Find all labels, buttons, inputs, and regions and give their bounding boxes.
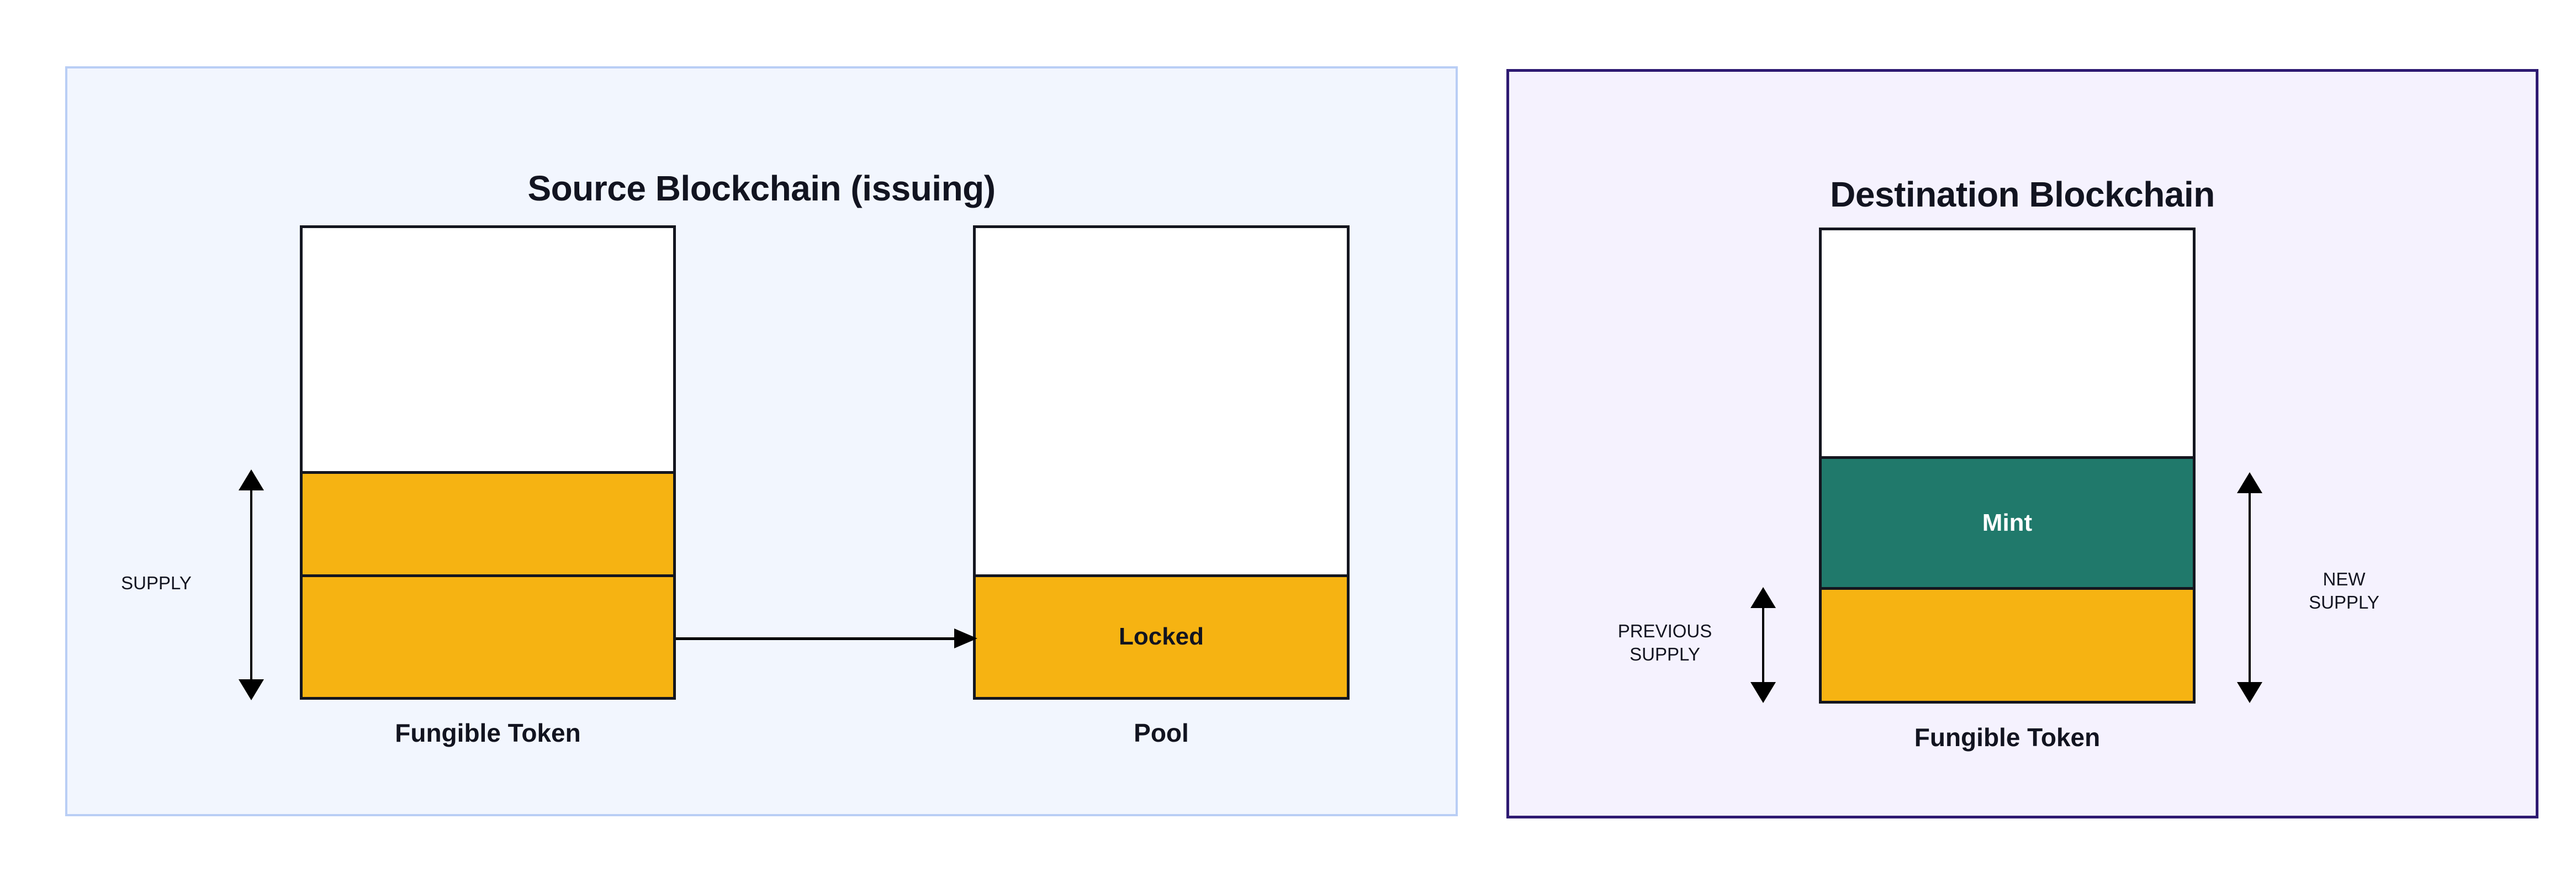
arrow-head-down-icon (2237, 682, 2262, 703)
segment-dest-token-mint: Mint (1822, 456, 2193, 587)
segment-dest-token-gold (1822, 587, 2193, 701)
transfer-arrow-icon (676, 628, 977, 648)
panel-title-source: Source Blockchain (issuing) (527, 168, 996, 208)
box-source-fungible-token (300, 225, 676, 700)
previous-supply-dimension-arrow-icon (1750, 587, 1776, 703)
box-destination-fungible-token: Mint (1819, 228, 2196, 704)
transfer-arrow-head-icon (954, 628, 977, 648)
arrow-shaft (1762, 604, 1764, 686)
supply-dimension-arrow-icon (239, 469, 264, 700)
panel-title-destination: Destination Blockchain (1830, 175, 2215, 214)
arrow-shaft (250, 486, 252, 684)
label-previous-supply: PREVIOUS SUPPLY (1617, 621, 1712, 664)
caption-source-fungible-token: Fungible Token (395, 718, 581, 747)
segment-source-token-empty (303, 228, 673, 471)
arrow-head-down-icon (239, 679, 264, 700)
label-supply: SUPPLY (121, 573, 192, 593)
segment-source-token-gold-lower (303, 574, 673, 697)
new-supply-dimension-arrow-icon (2237, 472, 2262, 703)
box-pool: Locked (973, 225, 1350, 700)
transfer-arrow-line (676, 637, 956, 640)
caption-destination-fungible-token: Fungible Token (1914, 723, 2101, 752)
arrow-head-down-icon (1750, 682, 1776, 703)
segment-pool-locked: Locked (976, 574, 1347, 697)
label-new-supply: NEW SUPPLY (2309, 569, 2379, 612)
segment-pool-empty (976, 228, 1347, 574)
segment-dest-token-empty (1822, 230, 2193, 456)
caption-pool: Pool (1134, 718, 1189, 747)
segment-source-token-gold-upper (303, 471, 673, 574)
arrow-shaft (2249, 489, 2251, 686)
